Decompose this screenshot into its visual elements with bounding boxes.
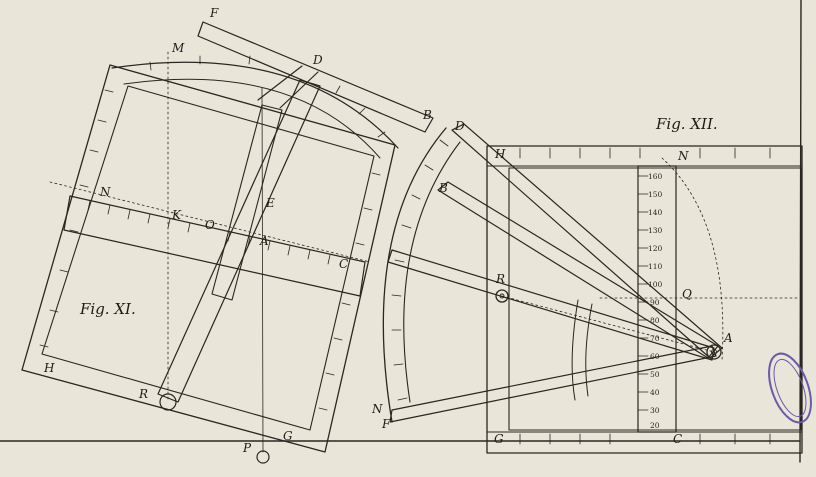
fig12-vertical-scale-ticks (637, 175, 649, 411)
fig12-inner-arc (571, 299, 579, 401)
fig12-pivot-r-center (499, 293, 505, 299)
stamp-oval (768, 352, 812, 424)
fig11-letter-p: P (242, 441, 252, 455)
fig11-outer-frame (21, 64, 396, 453)
fig12-letter-a: A (723, 331, 733, 345)
fig12-vertical-scale (637, 165, 677, 433)
scale-num-110: 110 (648, 262, 663, 271)
scale-num-120: 120 (648, 244, 663, 253)
scale-num-20: 20 (650, 421, 660, 430)
figure-xi: F D B M N K O E A C H R P G Fig. XI. (21, 6, 434, 464)
fig11-left-edge-ticks (39, 89, 114, 348)
fig12-sector-arc-outer (382, 127, 447, 423)
fig12-letter-n: N (677, 149, 689, 163)
figure-xii: 160 150 140 130 120 110 100 90 80 70 60 … (371, 115, 803, 454)
fig11-letter-b: B (422, 108, 432, 122)
fig11-plumb-line (261, 87, 264, 453)
fig12-inner-arc-2 (585, 303, 593, 397)
fig11-pivot-r (159, 393, 177, 411)
fig11-letter-f: F (209, 6, 219, 20)
fig12-dotted-arc (661, 157, 724, 361)
stamp-oval-inner (773, 358, 807, 418)
library-stamp (768, 352, 812, 424)
fig12-bottom-band-ticks (519, 433, 771, 445)
scale-num-140: 140 (648, 208, 663, 217)
scale-num-100: 100 (648, 280, 663, 289)
scale-num-30: 30 (650, 406, 660, 415)
fig12-top-band-ticks (519, 147, 771, 159)
fig12-letter-q: Q (682, 287, 692, 301)
fig12-arm-fa (389, 345, 717, 423)
scale-num-160: 160 (648, 172, 663, 181)
fig12-letter-c: C (673, 432, 682, 446)
fig12-letter-g: G (494, 432, 504, 446)
fig11-letter-r: R (138, 387, 148, 401)
fig11-diagonal-arm (157, 79, 321, 403)
fig11-inner-frame (41, 85, 375, 431)
fig12-letter-h: H (494, 147, 506, 161)
fig11-caption: Fig. XI. (79, 300, 136, 318)
fig11-d-stem-right (279, 71, 319, 109)
fig12-caption: Fig. XII. (655, 115, 718, 133)
fig12-outer-frame (486, 145, 803, 454)
fig11-d-stem-left (257, 65, 303, 101)
scale-num-40: 40 (650, 388, 660, 397)
scale-num-60: 60 (650, 352, 660, 361)
fig11-letter-c: C (339, 257, 348, 271)
scale-num-130: 130 (648, 226, 663, 235)
fig11-dotted-horizontal (49, 181, 371, 263)
fig11-letter-a: A (259, 234, 269, 248)
fig12-pivot-r (495, 289, 509, 303)
fig12-letter-n2: N (371, 402, 383, 416)
fig11-letter-k: K (171, 208, 182, 222)
fig12-letter-r: R (495, 272, 505, 286)
scale-num-50: 50 (650, 370, 660, 379)
fig11-crossbar (63, 195, 366, 297)
fig11-arc-ticks (149, 55, 386, 138)
fig12-pivot-a (706, 344, 722, 360)
fig12-letter-d: D (454, 119, 465, 133)
fig11-letter-e: E (265, 196, 275, 210)
scale-num-80: 80 (650, 316, 660, 325)
fig12-arm-ca (387, 249, 715, 361)
fig11-right-edge-ticks (318, 172, 381, 411)
fig11-plumb-p (256, 450, 270, 464)
fig12-letter-b: B (438, 181, 448, 195)
fig12-sector-arc-ticks (391, 139, 449, 401)
fig12-letter-f: F (381, 417, 391, 431)
fig11-top-arc-inner (123, 78, 381, 159)
fig12-scale-numbers: 160 150 140 130 120 110 100 90 80 70 60 … (648, 172, 663, 430)
fig11-top-arc (111, 61, 399, 149)
fig11-ruler-fb (197, 21, 434, 133)
fig11-letter-m: M (171, 41, 185, 55)
fig12-dotted-ra (501, 295, 715, 353)
fig12-pivot-a-center (711, 349, 717, 355)
fig11-letter-n: N (99, 185, 111, 199)
scale-num-150: 150 (648, 190, 663, 199)
fig11-crossbar-ticks (87, 200, 331, 265)
scale-num-70: 70 (650, 334, 660, 343)
scale-num-90: 90 (650, 298, 660, 307)
fig11-letter-g: G (283, 429, 293, 443)
fig11-letter-h: H (43, 361, 55, 375)
fig11-letter-o: O (205, 218, 215, 232)
fig11-letter-d: D (312, 53, 323, 67)
fig12-arm-da (451, 123, 723, 359)
